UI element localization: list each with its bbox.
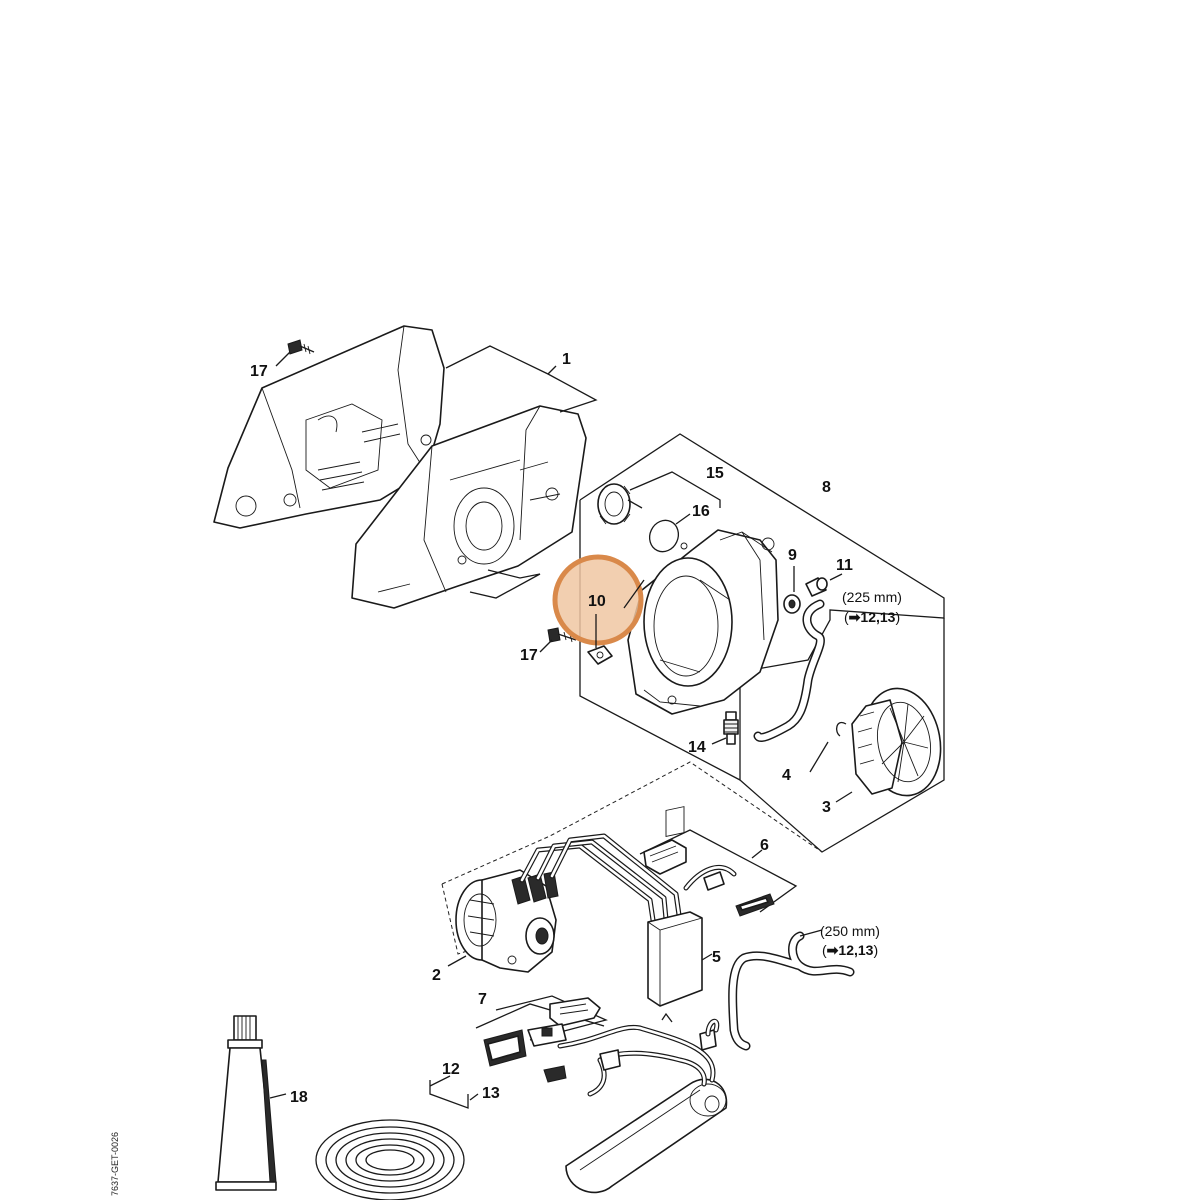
switch-6[interactable] [643,839,687,875]
callout-11: 11 [836,557,853,574]
hose-upper-ref: (➡12,13) [844,609,900,625]
callout-6: 6 [760,837,769,854]
callout-9: 9 [788,547,797,564]
connector-6[interactable] [683,864,775,917]
grommet-11[interactable] [805,577,828,597]
motor-2[interactable] [455,869,559,973]
callout-5: 5 [712,949,721,966]
hose-lower-length: (250 mm) [820,923,880,939]
callout-3: 3 [822,799,831,816]
callout-17-lower: 17 [520,647,538,664]
callout-2: 2 [432,967,441,984]
fan-wheel-3[interactable] [851,682,949,802]
o-ring-16[interactable] [645,516,688,557]
plug-9[interactable] [783,594,801,614]
callout-17-upper: 17 [250,363,268,380]
clip-10[interactable] [587,645,613,665]
wiring-harness [543,1012,720,1097]
housing-cover-left[interactable] [213,325,445,529]
callout-13: 13 [482,1085,500,1102]
motor-wires [519,833,685,943]
grease-tube-18[interactable] [215,1015,277,1191]
hose-lower-ref: (➡12,13) [822,942,878,958]
switch-set-7[interactable] [483,997,601,1067]
hose-coil-12-13[interactable] [315,1119,465,1200]
callout-10: 10 [588,593,606,610]
circlip-4[interactable] [835,721,847,737]
callout-15: 15 [706,465,724,482]
housing-cover-right[interactable] [351,405,587,609]
hose-upper-4[interactable] [753,599,825,743]
valve-15[interactable] [597,483,643,525]
fan-housing-8[interactable] [627,529,779,715]
screw-17-lower[interactable] [547,627,577,643]
callout-1: 1 [562,351,571,368]
callout-16: 16 [692,503,710,520]
callout-7: 7 [478,991,487,1008]
control-unit-5[interactable] [647,806,703,1007]
callout-12: 12 [442,1061,460,1078]
screw-17-upper[interactable] [275,339,315,367]
callout-14: 14 [688,739,706,756]
callout-4: 4 [782,767,791,784]
callout-8: 8 [822,479,831,496]
drawing-code: 7637-GET-0026 [110,1132,120,1196]
spark-plug-14[interactable] [723,711,739,745]
hose-upper-length: (225 mm) [842,589,902,605]
highlight-circle [552,554,644,646]
hose-lower[interactable] [728,931,855,1051]
callout-18: 18 [290,1089,308,1106]
